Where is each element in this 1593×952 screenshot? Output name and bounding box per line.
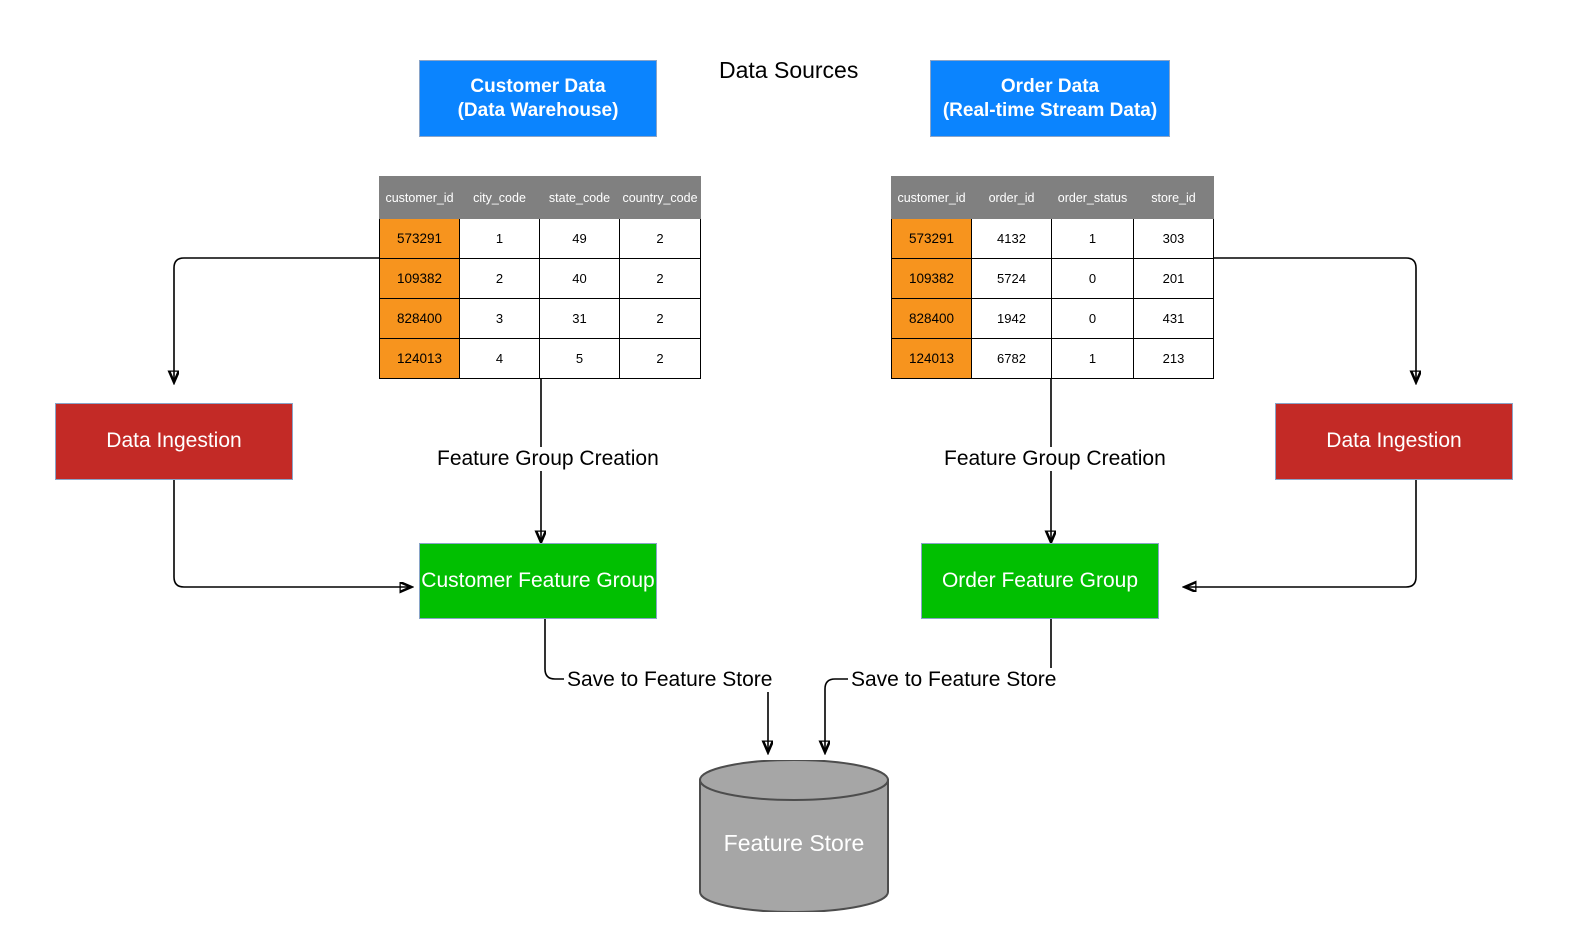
table-cell: 40 <box>539 258 620 299</box>
table-cell: 4 <box>459 338 540 379</box>
table-row: 573291 4132 1 303 <box>891 218 1214 259</box>
table-cell: 124013 <box>379 338 460 379</box>
table-row: 109382 2 40 2 <box>379 258 701 299</box>
table-cell: 1 <box>459 218 540 259</box>
table-cell: 0 <box>1051 258 1134 299</box>
order-data-table: customer_id order_id order_status store_… <box>891 176 1214 379</box>
table-cell: 31 <box>539 298 620 339</box>
table-row: 573291 1 49 2 <box>379 218 701 259</box>
table-cell: 201 <box>1133 258 1214 299</box>
table-cell: 828400 <box>891 298 972 339</box>
table-row: 828400 1942 0 431 <box>891 298 1214 339</box>
table-row: 124013 6782 1 213 <box>891 338 1214 379</box>
column-header: country_code <box>619 176 701 219</box>
table-cell: 2 <box>619 258 701 299</box>
source-box-order-data-line2: (Real-time Stream Data) <box>942 99 1158 121</box>
table-cell: 2 <box>619 218 701 259</box>
source-box-order-data-line1: Order Data <box>1000 75 1100 97</box>
table-cell: 1 <box>1051 338 1134 379</box>
column-header: order_status <box>1051 176 1134 219</box>
source-box-customer-data-line1: Customer Data <box>470 75 606 97</box>
table-cell: 6782 <box>971 338 1052 379</box>
edge-label-save-to-feature-store-right: Save to Feature Store <box>848 668 1060 692</box>
ingestion-box-right[interactable]: Data Ingestion <box>1275 403 1513 480</box>
column-header: order_id <box>971 176 1052 219</box>
column-header: city_code <box>459 176 540 219</box>
feature-store-cylinder[interactable] <box>698 760 890 912</box>
table-cell: 4132 <box>971 218 1052 259</box>
source-box-customer-data[interactable]: Customer Data (Data Warehouse) <box>419 60 657 137</box>
feature-group-box-customer[interactable]: Customer Feature Group <box>419 543 657 619</box>
edge-ingestion-to-customer-feature-group <box>173 478 411 587</box>
table-cell: 3 <box>459 298 540 339</box>
table-cell: 109382 <box>891 258 972 299</box>
table-cell: 124013 <box>891 338 972 379</box>
table-cell: 49 <box>539 218 620 259</box>
table-cell: 0 <box>1051 298 1134 339</box>
table-cell: 2 <box>619 298 701 339</box>
table-cell: 109382 <box>379 258 460 299</box>
table-cell: 431 <box>1133 298 1214 339</box>
table-cell: 828400 <box>379 298 460 339</box>
table-cell: 5 <box>539 338 620 379</box>
cylinder-top <box>699 760 889 801</box>
table-cell: 2 <box>459 258 540 299</box>
table-cell: 213 <box>1133 338 1214 379</box>
edge-label-save-to-feature-store-left: Save to Feature Store <box>564 668 776 692</box>
source-box-customer-data-line2: (Data Warehouse) <box>457 99 619 121</box>
source-box-order-data[interactable]: Order Data (Real-time Stream Data) <box>930 60 1170 137</box>
edge-ingestion-to-order-feature-group <box>1185 478 1417 587</box>
feature-group-box-order[interactable]: Order Feature Group <box>921 543 1159 619</box>
table-cell: 1 <box>1051 218 1134 259</box>
table-cell: 573291 <box>891 218 972 259</box>
table-row: 828400 3 31 2 <box>379 298 701 339</box>
column-header: customer_id <box>379 176 460 219</box>
table-cell: 1942 <box>971 298 1052 339</box>
customer-data-table: customer_id city_code state_code country… <box>379 176 701 379</box>
table-cell: 5724 <box>971 258 1052 299</box>
table-row: 109382 5724 0 201 <box>891 258 1214 299</box>
edge-label-feature-group-creation-left: Feature Group Creation <box>434 447 662 471</box>
table-row: 124013 4 5 2 <box>379 338 701 379</box>
page-title: Data Sources <box>719 57 859 83</box>
table-header-row: customer_id city_code state_code country… <box>379 176 701 219</box>
column-header: state_code <box>539 176 620 219</box>
cylinder-body <box>699 779 889 912</box>
feature-store-label: Feature Store <box>723 830 865 856</box>
column-header: store_id <box>1133 176 1214 219</box>
edge-order-table-to-ingestion <box>1209 257 1416 382</box>
table-cell: 303 <box>1133 218 1214 259</box>
table-cell: 2 <box>619 338 701 379</box>
column-header: customer_id <box>891 176 972 219</box>
ingestion-box-left[interactable]: Data Ingestion <box>55 403 293 480</box>
table-cell: 573291 <box>379 218 460 259</box>
edge-label-feature-group-creation-right: Feature Group Creation <box>941 447 1169 471</box>
table-header-row: customer_id order_id order_status store_… <box>891 176 1214 219</box>
edge-customer-table-to-ingestion <box>174 257 379 382</box>
